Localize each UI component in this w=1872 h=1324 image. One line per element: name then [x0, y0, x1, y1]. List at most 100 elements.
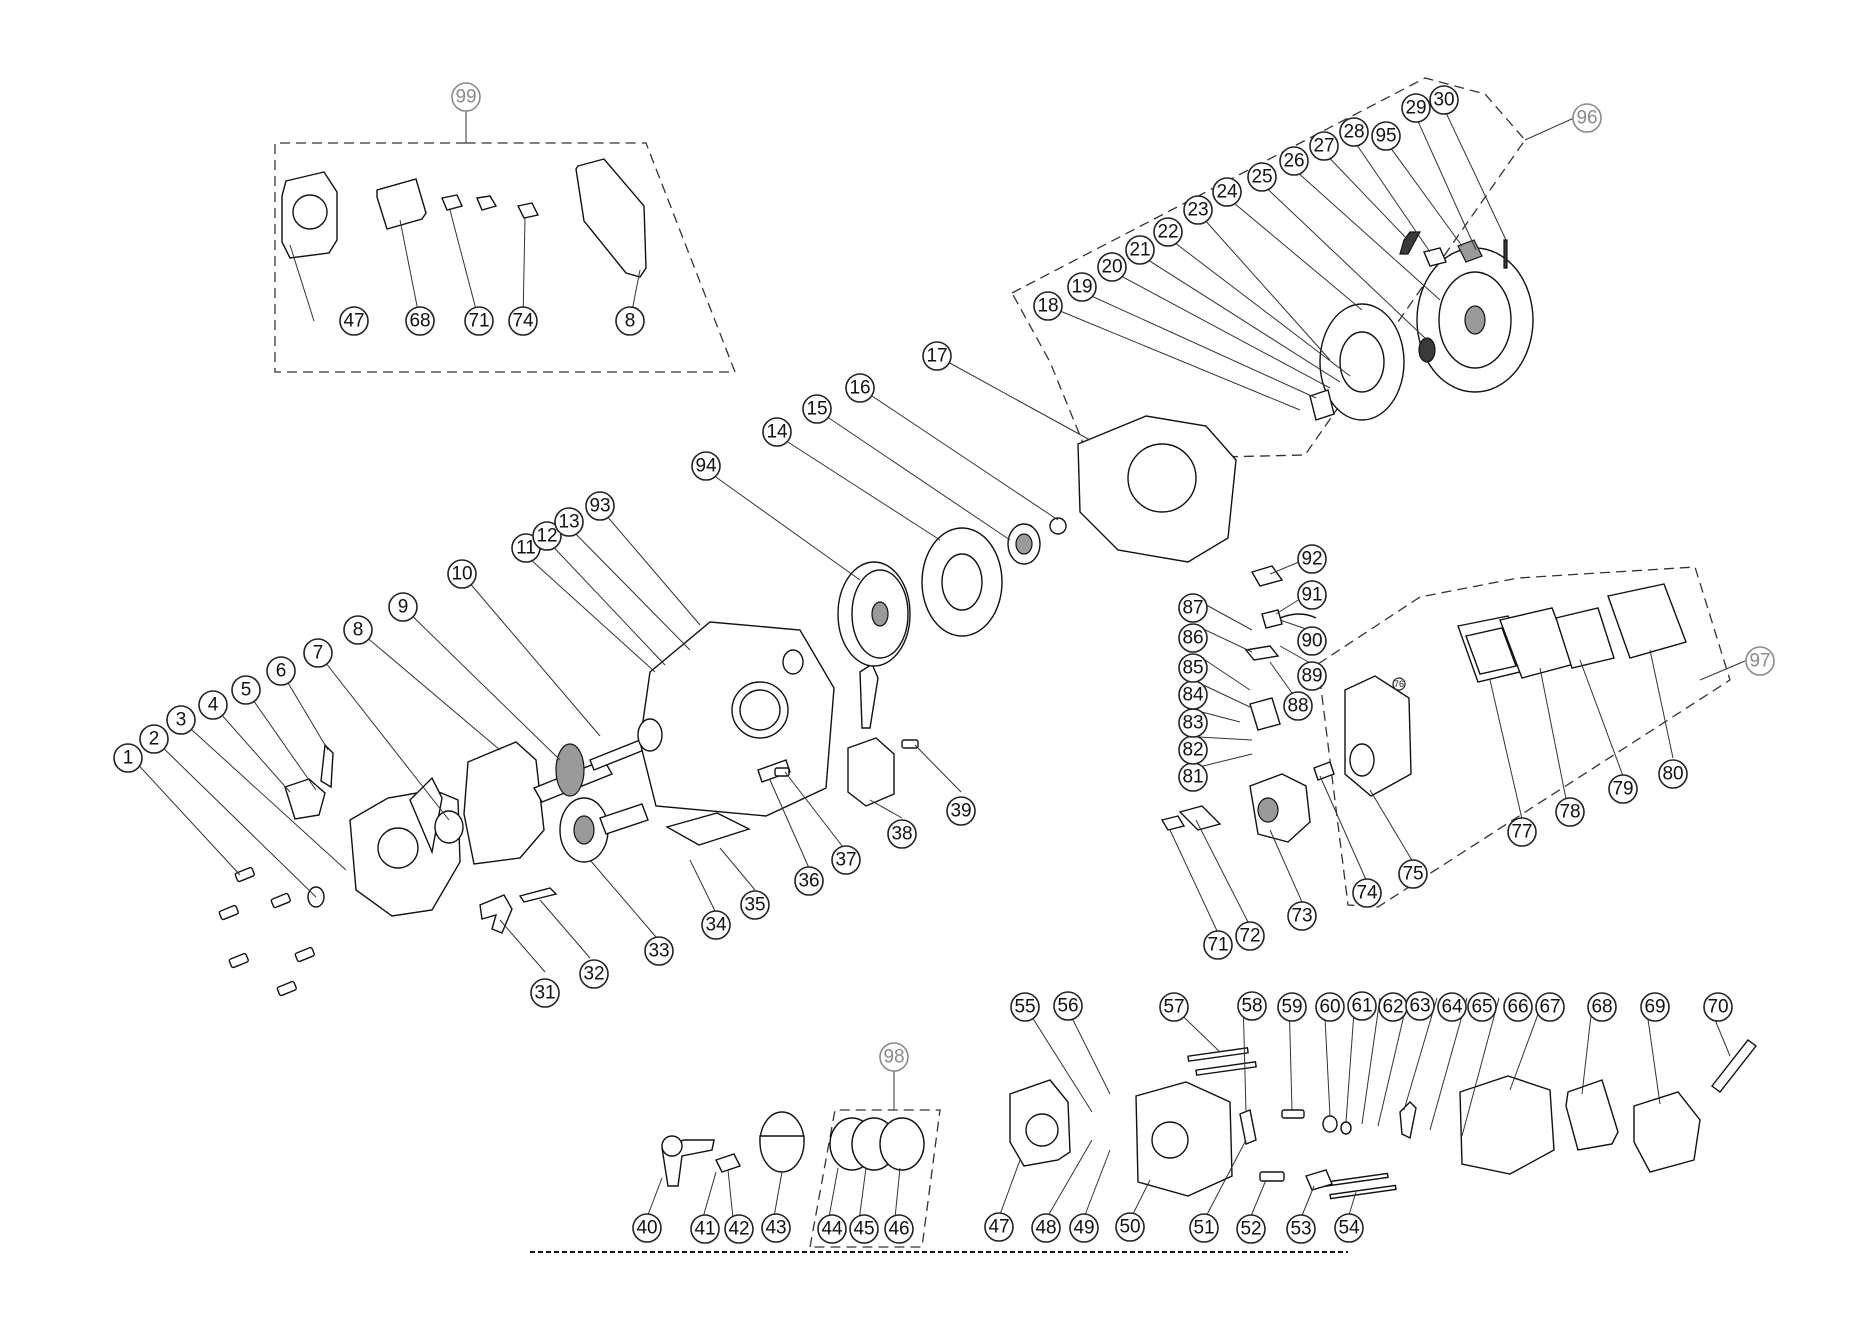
nut-16	[1049, 517, 1067, 535]
callout-79: 79	[1608, 774, 1638, 804]
svg-text:68: 68	[1591, 997, 1612, 1018]
callout-38: 38	[887, 819, 917, 849]
svg-text:40: 40	[636, 1218, 657, 1239]
svg-text:36: 36	[798, 871, 819, 892]
callout-48: 48	[1031, 1213, 1061, 1243]
svg-text:99: 99	[455, 87, 476, 108]
callout-8-kit99: 8	[615, 306, 645, 336]
svg-text:27: 27	[1313, 136, 1334, 157]
part-drawings	[218, 158, 1757, 1200]
svg-text:37: 37	[835, 850, 856, 871]
callout-39: 39	[946, 796, 976, 826]
svg-text:65: 65	[1471, 997, 1492, 1018]
svg-text:24: 24	[1216, 182, 1238, 203]
callout-6: 6	[266, 656, 296, 686]
svg-text:80: 80	[1662, 764, 1683, 785]
svg-text:86: 86	[1182, 628, 1203, 649]
callout-68-kit99: 68	[405, 306, 435, 336]
svg-text:74: 74	[1356, 883, 1378, 904]
svg-text:83: 83	[1182, 713, 1203, 734]
svg-text:71: 71	[468, 311, 489, 332]
governor-lever-31	[479, 894, 513, 934]
callout-87: 87	[1178, 593, 1208, 623]
callout-74-kit99: 74	[508, 306, 538, 336]
oil-dipstick-32	[518, 887, 558, 903]
piston-pin-42	[715, 1153, 741, 1173]
svg-text:74: 74	[512, 311, 534, 332]
foam-79	[1555, 607, 1615, 669]
callout-67: 67	[1535, 992, 1565, 1022]
svg-text:17: 17	[926, 346, 947, 367]
callout-23: 23	[1183, 195, 1213, 225]
svg-text:49: 49	[1073, 1218, 1094, 1239]
svg-text:5: 5	[241, 680, 252, 701]
callout-42: 42	[724, 1214, 754, 1244]
svg-text:47: 47	[988, 1217, 1009, 1238]
svg-text:30: 30	[1433, 90, 1454, 111]
callout-71-kit99: 71	[464, 306, 494, 336]
svg-text:52: 52	[1240, 1219, 1261, 1240]
svg-text:23: 23	[1187, 200, 1208, 221]
callout-43: 43	[761, 1213, 791, 1243]
handle-27	[1399, 231, 1422, 255]
svg-text:75: 75	[1402, 864, 1423, 885]
svg-text:58: 58	[1241, 996, 1262, 1017]
callout-76: 76	[1392, 677, 1406, 691]
callout-98: 98	[879, 1042, 909, 1072]
bracket-53	[1305, 1169, 1333, 1191]
callout-17: 17	[922, 341, 952, 371]
head-gasket-47b	[1009, 1079, 1071, 1167]
callout-56: 56	[1053, 991, 1083, 1021]
svg-text:71: 71	[1207, 935, 1228, 956]
svg-text:44: 44	[821, 1219, 843, 1240]
callout-5: 5	[231, 675, 261, 705]
callout-93: 93	[585, 491, 615, 521]
callout-65: 65	[1467, 992, 1497, 1022]
callout-14: 14	[762, 417, 792, 447]
callout-33: 33	[644, 936, 674, 966]
callout-99: 99	[451, 82, 481, 112]
svg-text:64: 64	[1441, 997, 1463, 1018]
svg-text:9: 9	[398, 597, 409, 618]
svg-text:13: 13	[558, 512, 579, 533]
svg-text:14: 14	[766, 422, 788, 443]
callout-95: 95	[1371, 121, 1401, 151]
svg-text:78: 78	[1559, 802, 1580, 823]
callout-54: 54	[1334, 1213, 1364, 1243]
nut-60	[1322, 1115, 1338, 1133]
svg-text:91: 91	[1301, 585, 1322, 606]
callout-91: 91	[1297, 580, 1327, 610]
svg-text:46: 46	[888, 1219, 909, 1240]
kit-98-outline	[809, 1109, 941, 1248]
connecting-rod-40	[661, 1135, 715, 1187]
callout-24: 24	[1212, 177, 1242, 207]
svg-text:39: 39	[950, 801, 971, 822]
svg-text:69: 69	[1644, 997, 1665, 1018]
callout-18: 18	[1033, 291, 1063, 321]
gasket-74	[516, 202, 540, 219]
callout-4: 4	[198, 690, 228, 720]
ignition-coil-38	[847, 662, 895, 807]
svg-text:32: 32	[583, 964, 604, 985]
svg-text:92: 92	[1301, 549, 1322, 570]
callout-47-kit99: 47	[339, 306, 369, 336]
switch-91	[1261, 609, 1283, 629]
svg-text:45: 45	[853, 1219, 874, 1240]
washer-61	[1340, 1121, 1352, 1135]
svg-text:68: 68	[409, 311, 430, 332]
callout-96: 96	[1572, 103, 1602, 133]
bracket-85	[1249, 697, 1281, 731]
callout-26: 26	[1279, 146, 1309, 176]
gasket-71b	[476, 195, 498, 211]
svg-text:77: 77	[1511, 822, 1532, 843]
callout-81: 81	[1178, 762, 1208, 792]
push-rod-57b	[1195, 1061, 1257, 1076]
svg-text:41: 41	[694, 1219, 715, 1240]
callout-61: 61	[1347, 991, 1377, 1021]
callout-52: 52	[1236, 1214, 1266, 1244]
svg-text:25: 25	[1251, 167, 1272, 188]
valve-spring-51	[1239, 1109, 1257, 1145]
callout-90: 90	[1297, 626, 1327, 656]
crankcase-block-13	[637, 621, 835, 817]
callout-45: 45	[849, 1214, 879, 1244]
